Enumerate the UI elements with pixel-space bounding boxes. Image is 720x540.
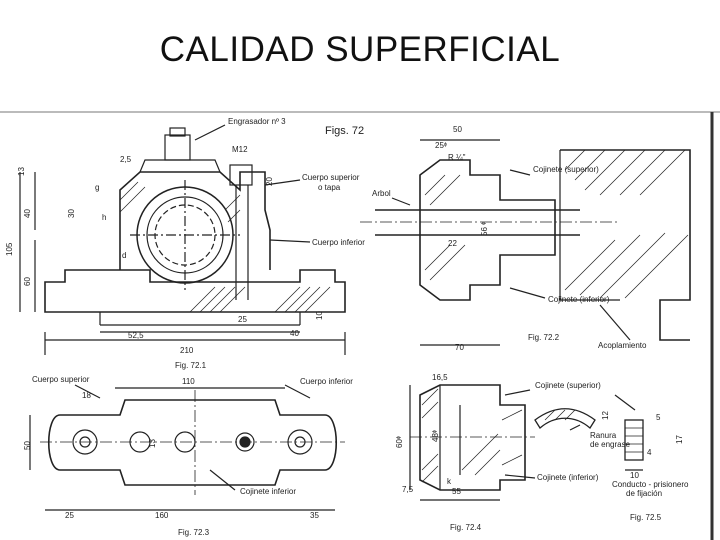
- label-conducto-2: de fijación: [626, 489, 662, 498]
- label-arbol: Arbol: [372, 189, 391, 198]
- dim-h: h: [102, 213, 106, 222]
- dim-7-5: 7,5: [402, 485, 414, 494]
- dim-20: 20: [265, 177, 274, 186]
- fig-72-5-drawing: [534, 394, 644, 471]
- label-cojinete-inferior-c: Cojinete (inferior): [537, 473, 599, 482]
- dim-5: 5: [656, 413, 661, 422]
- dim-50: 50: [453, 125, 462, 134]
- dim-k: k: [447, 477, 452, 486]
- label-ranura-1: Ranura: [590, 431, 617, 440]
- figures-header: Figs. 72: [325, 125, 364, 137]
- dim-22: 22: [448, 239, 457, 248]
- dim-16-5: 16,5: [432, 373, 448, 382]
- dim-g: g: [95, 183, 99, 192]
- label-acoplamiento: Acoplamiento: [598, 341, 647, 350]
- dim-13b: 13: [148, 439, 157, 448]
- dim-56: 56 ᶲ: [480, 222, 489, 236]
- fig-72-4-label: Fig. 72.4: [450, 523, 482, 532]
- dim-52-5: 52,5: [128, 331, 144, 340]
- dim-60phi: 60ᶲ: [395, 436, 404, 448]
- dim-25phi: 25ᶲ: [435, 141, 447, 150]
- dim-d: d: [122, 251, 126, 260]
- fig-72-2-label: Fig. 72.2: [528, 333, 560, 342]
- dim-40b: 40: [290, 329, 299, 338]
- label-ranura-2: de engrase: [590, 440, 631, 449]
- label-engrasador: Engrasador nº 3: [228, 117, 286, 126]
- dim-160: 160: [155, 511, 169, 520]
- dim-13: 13: [17, 167, 26, 176]
- fig-72-2-drawing: [360, 139, 691, 346]
- dim-105: 105: [5, 242, 14, 256]
- dim-110: 110: [182, 377, 195, 386]
- dim-30: 30: [67, 209, 76, 218]
- dim-4: 4: [647, 448, 652, 457]
- dim-70: 70: [455, 343, 464, 352]
- dim-17: 17: [675, 435, 684, 444]
- label-cojinete-superior-c: Cojinete (superior): [535, 381, 601, 390]
- label-cuerpo-superior: Cuerpo superior: [302, 173, 360, 182]
- dim-50b: 50: [23, 441, 32, 450]
- label-m12: M12: [232, 145, 248, 154]
- dim-35: 35: [310, 511, 319, 520]
- fig-72-1-drawing: [19, 124, 346, 355]
- fig-72-3-drawing: [29, 384, 345, 511]
- dim-48: 48ᶲ: [431, 430, 440, 442]
- dim-25: 25: [238, 315, 247, 324]
- label-cuerpo-superior-b: Cuerpo superior: [32, 375, 90, 384]
- dim-18: 18: [82, 391, 91, 400]
- label-cuerpo-inferior-b: Cuerpo inferior: [300, 377, 353, 386]
- label-o-tapa: o tapa: [318, 183, 341, 192]
- dim-2-5: 2,5: [120, 155, 132, 164]
- fig-72-4-drawing: [409, 384, 536, 501]
- dim-10b: 10: [630, 471, 639, 480]
- label-cuerpo-inferior: Cuerpo inferior: [312, 238, 365, 247]
- fig-72-3-label: Fig. 72.3: [178, 528, 210, 537]
- dim-25b: 25: [65, 511, 74, 520]
- dim-10: 10: [315, 311, 324, 320]
- fig-72-1-label: Fig. 72.1: [175, 361, 207, 370]
- dim-60: 60: [23, 277, 32, 286]
- slide-title: CALIDAD SUPERFICIAL: [159, 30, 561, 69]
- label-conducto-1: Conducto - prisionero: [612, 480, 689, 489]
- dim-1-4: R ¼": [448, 153, 466, 162]
- label-cojinete-superior: Cojinete (superior): [533, 165, 599, 174]
- dim-210: 210: [180, 346, 194, 355]
- dim-12: 12: [601, 411, 610, 420]
- dim-40: 40: [23, 209, 32, 218]
- label-cojinete-inferior: Cojinete (inferior): [548, 295, 610, 304]
- fig-72-5-label: Fig. 72.5: [630, 513, 662, 522]
- label-cojinete-inferior-b: Cojinete inferior: [240, 487, 296, 496]
- dim-55: 55: [452, 487, 461, 496]
